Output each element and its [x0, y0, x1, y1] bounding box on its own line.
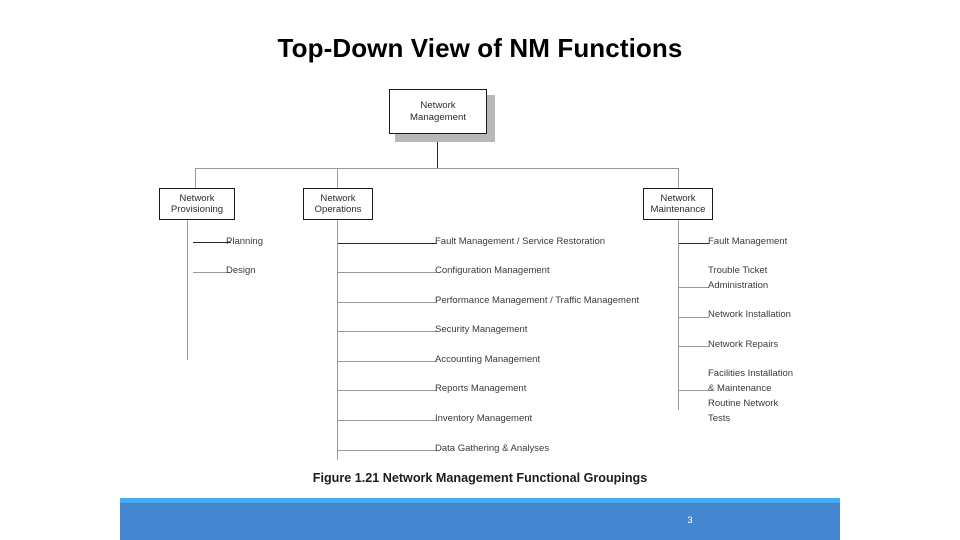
node-label-line2: Operations: [314, 204, 362, 215]
provisioning-tick-2: [193, 272, 231, 273]
leaf-label: Fault Management: [708, 236, 788, 247]
operations-tick-5: [338, 361, 437, 362]
maintenance-tick-3: [679, 317, 709, 318]
maintenance-tick-5: [679, 390, 709, 391]
leaf-maintenance-5: Facilities Installation & Maintenance: [708, 367, 793, 396]
leaf-operations-2: Configuration Management: [435, 264, 550, 279]
operations-tick-3: [338, 302, 437, 303]
page-number: 3: [687, 515, 693, 526]
node-network-maintenance[interactable]: Network Maintenance: [643, 188, 713, 220]
bus-drop-maintenance: [678, 168, 679, 188]
leaf-provisioning-1: Planning: [226, 235, 263, 250]
leaf-label: Routine Network: [708, 398, 779, 409]
leaf-maintenance-6: Routine Network Tests: [708, 397, 778, 426]
bus-drop-operations: [337, 168, 338, 188]
node-label-line2: Provisioning: [170, 204, 224, 215]
operations-tick-7: [338, 420, 437, 421]
node-label-line2: Maintenance: [650, 204, 706, 215]
leaf-label: Facilities Installation: [708, 368, 794, 379]
operations-tick-6: [338, 390, 437, 391]
leaf-maintenance-1: Fault Management: [708, 235, 787, 250]
leaf-provisioning-2: Design: [226, 264, 256, 279]
leaf-label: Inventory Management: [435, 413, 533, 424]
maintenance-tick-4: [679, 346, 709, 347]
leaf-maintenance-3: Network Installation: [708, 308, 791, 323]
node-network-operations[interactable]: Network Operations: [303, 188, 373, 220]
leaf-label: Configuration Management: [435, 265, 550, 276]
leaf-operations-4: Security Management: [435, 323, 527, 338]
node-label-line1: Network: [320, 192, 356, 204]
node-label-line1: Network: [179, 192, 215, 204]
leaf-operations-3: Performance Management / Traffic Managem…: [435, 294, 639, 309]
provisioning-tick-1: [193, 242, 231, 244]
operations-spine: [337, 220, 338, 460]
maintenance-tick-2: [679, 287, 709, 288]
page-title: Top-Down View of NM Functions: [277, 33, 683, 63]
leaf-label: Planning: [226, 236, 263, 247]
figure-caption: Figure 1.21 Network Management Functiona…: [312, 471, 648, 485]
footer-bar-stripe: [120, 498, 840, 503]
leaf-operations-1: Fault Management / Service Restoration: [435, 235, 605, 250]
leaf-label: Data Gathering & Analyses: [435, 443, 550, 454]
node-label-line1: Network: [660, 192, 696, 204]
maintenance-spine: [678, 220, 679, 410]
leaf-label: Network Installation: [708, 309, 791, 320]
node-network-management[interactable]: Network Management: [389, 89, 487, 134]
leaf-label: Design: [226, 265, 256, 276]
footer-bar: 3: [120, 498, 840, 540]
leaf-label: Trouble Ticket: [708, 265, 768, 276]
leaf-label: Performance Management / Traffic Managem…: [435, 295, 640, 306]
operations-tick-2: [338, 272, 437, 273]
leaf-label: Security Management: [435, 324, 528, 335]
node-label-line2: Management: [410, 111, 466, 123]
leaf-label: Fault Management / Service Restoration: [435, 236, 606, 247]
leaf-label: Network Repairs: [708, 339, 779, 350]
leaf-label-line2: & Maintenance: [708, 382, 772, 394]
maintenance-tick-1: [679, 243, 709, 245]
level1-bus: [195, 168, 678, 169]
leaf-label: Accounting Management: [435, 354, 541, 365]
leaf-label-line2: Tests: [708, 412, 731, 424]
operations-tick-8: [338, 450, 437, 451]
provisioning-spine: [187, 220, 188, 360]
leaf-maintenance-2: Trouble Ticket Administration: [708, 264, 768, 293]
root-stem: [437, 134, 439, 169]
leaf-label-line2: Administration: [708, 279, 769, 291]
bus-drop-provisioning: [195, 168, 196, 188]
org-chart-figure: Network Management Network Provisioning …: [0, 80, 960, 500]
leaf-operations-6: Reports Management: [435, 382, 526, 397]
leaf-operations-7: Inventory Management: [435, 412, 532, 427]
node-label-line1: Network: [420, 100, 456, 111]
node-network-provisioning[interactable]: Network Provisioning: [159, 188, 235, 220]
operations-tick-4: [338, 331, 437, 332]
operations-tick-1: [338, 243, 437, 245]
leaf-operations-8: Data Gathering & Analyses: [435, 442, 549, 457]
leaf-label: Reports Management: [435, 383, 527, 394]
leaf-maintenance-4: Network Repairs: [708, 338, 778, 353]
leaf-operations-5: Accounting Management: [435, 353, 540, 368]
